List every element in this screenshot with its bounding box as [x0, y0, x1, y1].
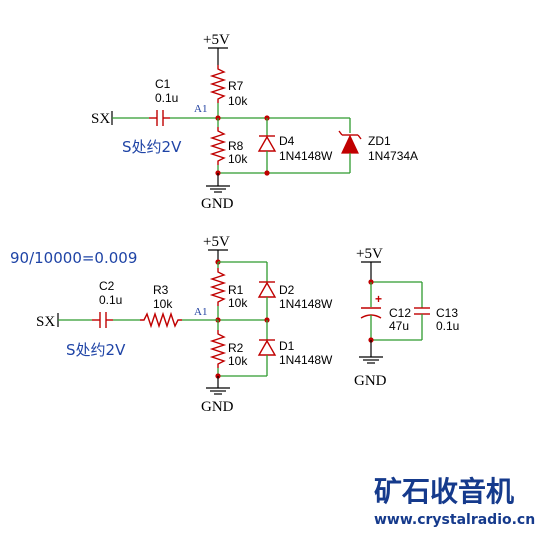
d2-ref: D2: [279, 283, 295, 297]
c12-value: 47u: [389, 319, 409, 333]
d4-value: 1N4148W: [279, 149, 333, 163]
resistor-r7: [209, 65, 227, 103]
note-ratio: 90/10000=0.009: [10, 249, 137, 267]
d1-ref: D1: [279, 339, 295, 353]
sx-label-bottom: SX: [36, 314, 55, 330]
d4-ref: D4: [279, 134, 295, 148]
r2-ref: R2: [228, 341, 244, 355]
resistor-r3: [140, 311, 182, 329]
r7-ref: R7: [228, 79, 244, 93]
c13-ref: C13: [436, 306, 458, 320]
r1-value: 10k: [228, 296, 248, 310]
sx-label-top: SX: [91, 111, 110, 127]
r8-value: 10k: [228, 152, 248, 166]
r7-value: 10k: [228, 94, 248, 108]
diode-d4: [257, 135, 277, 152]
note-bias-top: S处约2V: [122, 138, 182, 156]
zd1-ref: ZD1: [368, 134, 391, 148]
vcc-label-top: +5V: [203, 32, 230, 48]
r1-ref: R1: [228, 283, 244, 297]
c2-ref: C2: [99, 279, 115, 293]
watermark-url: www.crystalradio.cn: [374, 512, 535, 528]
resistor-r1: [209, 268, 227, 306]
diode-d1: [257, 339, 277, 356]
resistor-r2: [209, 330, 227, 368]
c1-ref: C1: [155, 77, 171, 91]
circuit-decoupling: +5V + C12 47u C13 0.1u GND: [354, 246, 459, 389]
watermark-logo: 矿石收音机: [374, 475, 514, 508]
r8-ref: R8: [228, 139, 244, 153]
r2-value: 10k: [228, 354, 248, 368]
r3-ref: R3: [153, 283, 169, 297]
vcc-label-decoupling: +5V: [356, 246, 383, 262]
vcc-label-bottom: +5V: [203, 234, 230, 250]
c12-ref: C12: [389, 306, 411, 320]
circuit-bottom: +5V R1 10k D2 1N4148W A1 SX C2 0.1u: [36, 234, 333, 415]
c1-value: 0.1u: [155, 91, 178, 105]
gnd-label-bottom: GND: [201, 399, 234, 415]
note-bias-bottom: S处约2V: [66, 341, 126, 359]
zener-zd1: [341, 134, 359, 154]
r3-value: 10k: [153, 297, 173, 311]
node-a1-label-bottom: A1: [194, 306, 207, 318]
node-a1-label-top: A1: [194, 103, 207, 115]
diode-d2: [257, 281, 277, 298]
gnd-label-decoupling: GND: [354, 373, 387, 389]
gnd-label-top: GND: [201, 196, 234, 212]
c2-value: 0.1u: [99, 293, 122, 307]
zd1-value: 1N4734A: [368, 149, 418, 163]
resistor-r8: [209, 127, 227, 165]
circuit-top: +5V R7 10k A1 SX C1 0.1u S处约2V R8 10k: [91, 32, 418, 212]
c13-value: 0.1u: [436, 319, 459, 333]
c12-polarity: +: [375, 292, 382, 306]
d1-value: 1N4148W: [279, 353, 333, 367]
d2-value: 1N4148W: [279, 297, 333, 311]
